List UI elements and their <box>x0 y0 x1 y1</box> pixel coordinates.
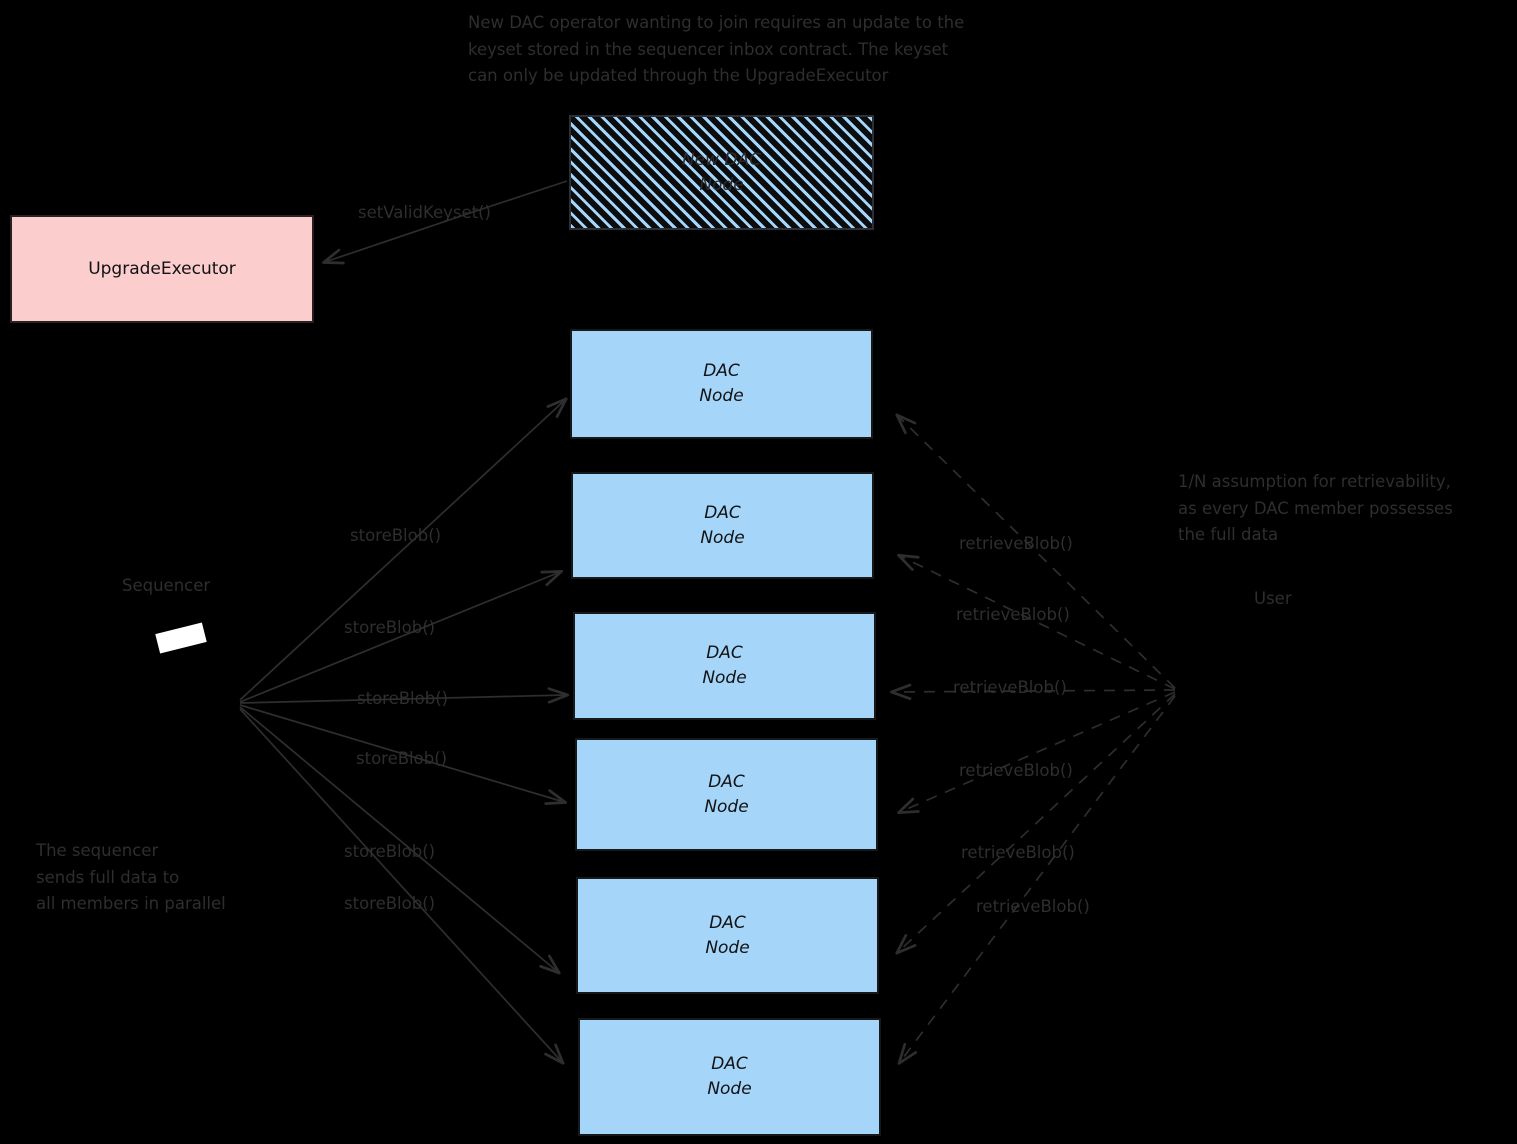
new-dac-node-line1: New DAC <box>681 149 762 170</box>
edges-retrieveblob <box>889 413 1176 1065</box>
dac-node-3-line1: DAC <box>706 643 743 664</box>
note-right: 1/N assumption for retrievability, as ev… <box>1178 472 1453 545</box>
edge-label-retrieveblob-4: retrieveBlob() <box>959 761 1073 780</box>
dac-node-4-line1: DAC <box>708 771 745 792</box>
dac-node-3-line2: Node <box>702 668 747 688</box>
edge-label-retrieveblob-2: retrieveBlob() <box>956 605 1070 624</box>
dac-node-6-line2: Node <box>707 1079 752 1099</box>
sequencer-icon <box>155 622 207 654</box>
edge-label-retrieveblob-6: retrieveBlob() <box>976 897 1090 916</box>
note-bottom-left: The sequencer sends full data to all mem… <box>36 841 226 914</box>
new-dac-node-line2: Node <box>699 174 744 195</box>
edge-label-storeblob-3: storeBlob() <box>357 689 449 708</box>
edge-label-retrieveblob-5: retrieveBlob() <box>961 843 1075 862</box>
edge-label-setvalidkeyset: setValidKeyset() <box>358 203 491 222</box>
dac-node-box-4[interactable]: DAC Node <box>575 738 878 851</box>
upgrade-executor-box[interactable]: UpgradeExecutor <box>10 215 314 323</box>
sequencer-label: Sequencer <box>122 576 211 595</box>
edges-storeblob <box>239 397 570 1065</box>
edge-label-retrieveblob-1: retrieveBlob() <box>959 534 1073 553</box>
edge-label-storeblob-1: storeBlob() <box>350 526 442 545</box>
dac-node-box-2[interactable]: DAC Node <box>571 472 874 579</box>
edge-label-storeblob-6: storeBlob() <box>344 894 436 913</box>
dac-node-box-5[interactable]: DAC Node <box>576 877 879 994</box>
edge-label-retrieveblob-3: retrieveBlob() <box>953 678 1067 697</box>
edge-label-storeblob-2: storeBlob() <box>344 618 436 637</box>
dac-node-box-6[interactable]: DAC Node <box>578 1018 881 1136</box>
dac-node-5-line1: DAC <box>709 912 746 933</box>
new-dac-node-box[interactable]: New DAC Node <box>569 115 874 230</box>
dac-node-6-line1: DAC <box>711 1054 748 1075</box>
edge-label-storeblob-4: storeBlob() <box>356 749 448 768</box>
dac-node-1-line1: DAC <box>703 361 740 382</box>
note-top: New DAC operator wanting to join require… <box>468 13 965 86</box>
dac-node-box-3[interactable]: DAC Node <box>573 612 876 720</box>
edge-label-storeblob-5: storeBlob() <box>344 842 436 861</box>
dac-node-1-line2: Node <box>699 386 744 406</box>
dac-node-2-line2: Node <box>700 527 745 548</box>
dac-node-box-1[interactable]: DAC Node <box>570 329 873 439</box>
dac-node-4-line2: Node <box>704 796 749 817</box>
dac-node-5-line2: Node <box>705 937 750 958</box>
dac-node-2-line1: DAC <box>704 502 741 523</box>
upgrade-executor-label: UpgradeExecutor <box>88 259 236 279</box>
user-label: User <box>1254 589 1292 608</box>
